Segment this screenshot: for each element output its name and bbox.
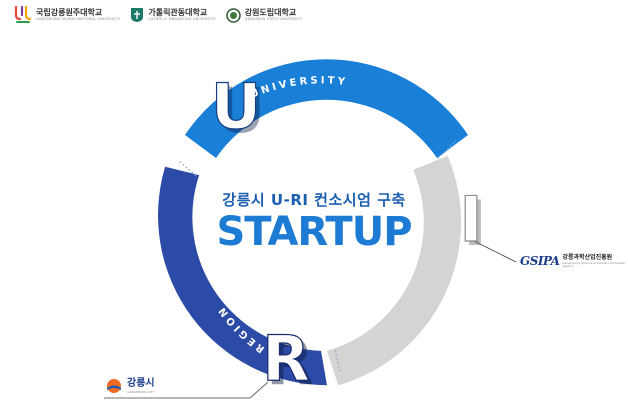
i-letter-group: I I — [459, 182, 487, 260]
city-sub: GANGNEUNG CITY — [127, 389, 155, 394]
region-segment — [158, 166, 327, 386]
gsu-emblem-icon — [225, 7, 241, 23]
gsipa-name: 강릉과학산업진흥원 — [562, 253, 613, 261]
logo-gwnu: 국립강릉원주대학교 GANGNEUNG-WONJU NATIONAL UNIVE… — [14, 5, 120, 25]
gsu-name: 강원도립대학교 — [244, 7, 297, 17]
i-letter: I — [459, 183, 482, 256]
ckdu-sub: CATHOLIC KWANDONG UNIVERSITY — [148, 16, 216, 21]
industry-leader-line — [471, 239, 517, 263]
gsipa-mark: GSIPA — [520, 254, 560, 268]
university-segment — [185, 59, 468, 158]
r-letter: R — [262, 322, 310, 395]
u-letter-group: U U — [210, 69, 265, 147]
gwnu-emblem-icon — [14, 5, 32, 23]
header-logos: 국립강릉원주대학교 GANGNEUNG-WONJU NATIONAL UNIVE… — [14, 4, 302, 26]
ckdu-emblem-icon — [131, 8, 144, 22]
industry-segment — [327, 155, 462, 386]
logo-gsu: 강원도립대학교 GANGWON STATE UNIVERSITY — [225, 7, 303, 23]
gsipa-sub: Gangneung Science & Industry Promotion A… — [562, 260, 626, 268]
svg-text:R: R — [266, 326, 314, 399]
connector-dash-ui — [437, 139, 457, 159]
connector-dash-ru — [177, 159, 197, 177]
gwnu-name: 국립강릉원주대학교 — [36, 7, 103, 17]
gangneung-city-logo: 강릉시 GANGNEUNG CITY — [104, 378, 155, 394]
ckdu-name: 가톨릭관동대학교 — [148, 7, 208, 17]
svg-text:I: I — [463, 187, 486, 260]
center-subtitle: 강릉시 U-RI 컨소시엄 구축 — [222, 191, 406, 209]
gsu-sub: GANGWON STATE UNIVERSITY — [244, 16, 303, 21]
center-title: STARTUP — [216, 209, 412, 255]
svg-text:U: U — [215, 74, 265, 147]
gwnu-sub: GANGNEUNG-WONJU NATIONAL UNIVERSITY — [36, 16, 121, 21]
city-name: 강릉시 — [127, 377, 155, 389]
logo-ckdu: 가톨릭관동대학교 CATHOLIC KWANDONG UNIVERSITY — [130, 7, 216, 23]
u-letter: U — [211, 70, 261, 143]
region-leader-line — [104, 381, 269, 399]
gangneung-city-emblem-icon — [107, 379, 121, 393]
r-letter-group: R R — [262, 321, 314, 399]
gsipa-logo: GSIPA 강릉과학산업진흥원 Gangneung Science & Indu… — [520, 254, 628, 268]
